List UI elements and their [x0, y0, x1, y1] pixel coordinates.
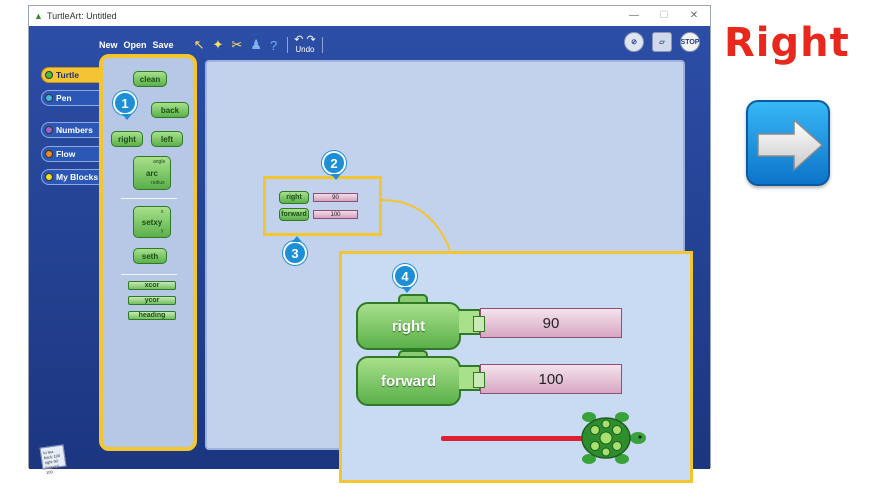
- tab-label: Numbers: [56, 125, 93, 135]
- block-palette: clean back right left arc angle radius s…: [99, 54, 197, 451]
- program-forward-block[interactable]: forward: [279, 208, 309, 221]
- program-right-block[interactable]: right: [279, 191, 309, 204]
- tab-numbers[interactable]: Numbers: [41, 122, 107, 138]
- zoom-right-value[interactable]: 90: [473, 308, 622, 338]
- program-forward-value[interactable]: 100: [313, 210, 358, 219]
- program-right-value[interactable]: 90: [313, 193, 358, 202]
- tab-my-blocks[interactable]: My Blocks: [41, 169, 107, 185]
- turtle-dot-icon: [45, 71, 53, 79]
- close-button[interactable]: ✕: [689, 10, 699, 21]
- toolbar-divider: [287, 37, 289, 53]
- my-blocks-dot-icon: [45, 173, 53, 181]
- right-block[interactable]: right: [111, 131, 143, 147]
- xcor-block[interactable]: xcor: [128, 281, 176, 290]
- undo-button[interactable]: ↶ ↷ Undo: [294, 34, 316, 55]
- minimize-button[interactable]: —: [629, 10, 639, 21]
- toolbar: New Open Save ↖ ✦ ✂ ♟ ? ↶ ↷ Undo: [99, 33, 329, 57]
- stamp-icon[interactable]: ♟: [250, 37, 262, 52]
- zoom-right-block[interactable]: right: [356, 302, 461, 350]
- title-bar: ▲ TurtleArt: Untitled — ☐ ✕: [29, 6, 710, 26]
- callout-marker-3: 3: [283, 236, 307, 265]
- new-button[interactable]: New: [99, 40, 118, 50]
- undo-label: Undo: [295, 45, 315, 54]
- back-block[interactable]: back: [151, 102, 189, 118]
- setxy-label: setxy: [141, 217, 163, 227]
- arc-block[interactable]: arc: [133, 156, 171, 190]
- setxy-x-label: x: [161, 209, 164, 215]
- turtle-icon: [581, 412, 646, 464]
- seth-block[interactable]: seth: [133, 248, 167, 264]
- open-button[interactable]: Open: [123, 40, 147, 50]
- right-arrow-button[interactable]: [746, 100, 830, 186]
- tab-label: Turtle: [56, 70, 79, 80]
- arc-label: arc: [145, 168, 158, 178]
- slide-title: Right: [724, 20, 850, 66]
- turtle-trail-line: [441, 436, 583, 441]
- callout-connector: [381, 199, 451, 251]
- pointer-icon[interactable]: ↖: [193, 37, 205, 52]
- numbers-dot-icon: [45, 126, 53, 134]
- clean-screen-icon[interactable]: ⊘: [624, 32, 644, 52]
- palette-divider: [121, 198, 177, 199]
- callout-marker-4: 4: [393, 264, 417, 293]
- eraser-icon[interactable]: ▱: [652, 32, 672, 52]
- turtle-app-icon: ▲: [34, 10, 43, 21]
- tab-label: Flow: [56, 149, 76, 159]
- flow-dot-icon: [45, 150, 53, 158]
- heading-block[interactable]: heading: [128, 311, 176, 320]
- arc-angle-label: angle: [153, 159, 166, 165]
- setxy-block[interactable]: setxy: [133, 206, 171, 238]
- right-arrow-icon: [757, 118, 824, 172]
- tab-flow[interactable]: Flow: [41, 146, 107, 162]
- tab-label: My Blocks: [56, 172, 99, 182]
- zoom-forward-block[interactable]: forward: [356, 356, 461, 406]
- clean-block[interactable]: clean: [133, 71, 167, 87]
- palette-divider: [121, 274, 177, 275]
- undo-icon: ↶ ↷: [294, 34, 316, 46]
- maximize-button[interactable]: ☐: [659, 10, 669, 21]
- callout-marker-2: 2: [322, 151, 346, 180]
- help-icon[interactable]: ?: [269, 37, 278, 53]
- arc-radius-label: radius: [151, 180, 165, 186]
- tab-label: Pen: [56, 93, 72, 103]
- zoom-forward-value[interactable]: 100: [473, 364, 622, 394]
- right-toolbar: ⊘ ▱ STOP: [624, 32, 700, 52]
- ycor-block[interactable]: ycor: [128, 296, 176, 305]
- tab-pen[interactable]: Pen: [41, 90, 107, 106]
- trash-note-icon[interactable]: to tea back 100 right 90 forward 100: [39, 444, 67, 475]
- scissors-icon[interactable]: ✂: [231, 37, 243, 52]
- callout-marker-1: 1: [113, 91, 137, 120]
- window-title: TurtleArt: Untitled: [47, 11, 117, 21]
- stop-icon[interactable]: STOP: [680, 32, 700, 52]
- pen-dot-icon: [45, 94, 53, 102]
- program-highlight: [263, 176, 382, 236]
- save-button[interactable]: Save: [152, 40, 174, 50]
- tab-turtle[interactable]: Turtle: [41, 67, 107, 83]
- setxy-y-label: y: [161, 228, 164, 234]
- left-block[interactable]: left: [151, 131, 183, 147]
- magic-wand-icon[interactable]: ✦: [212, 37, 224, 52]
- toolbar-divider: [321, 37, 323, 53]
